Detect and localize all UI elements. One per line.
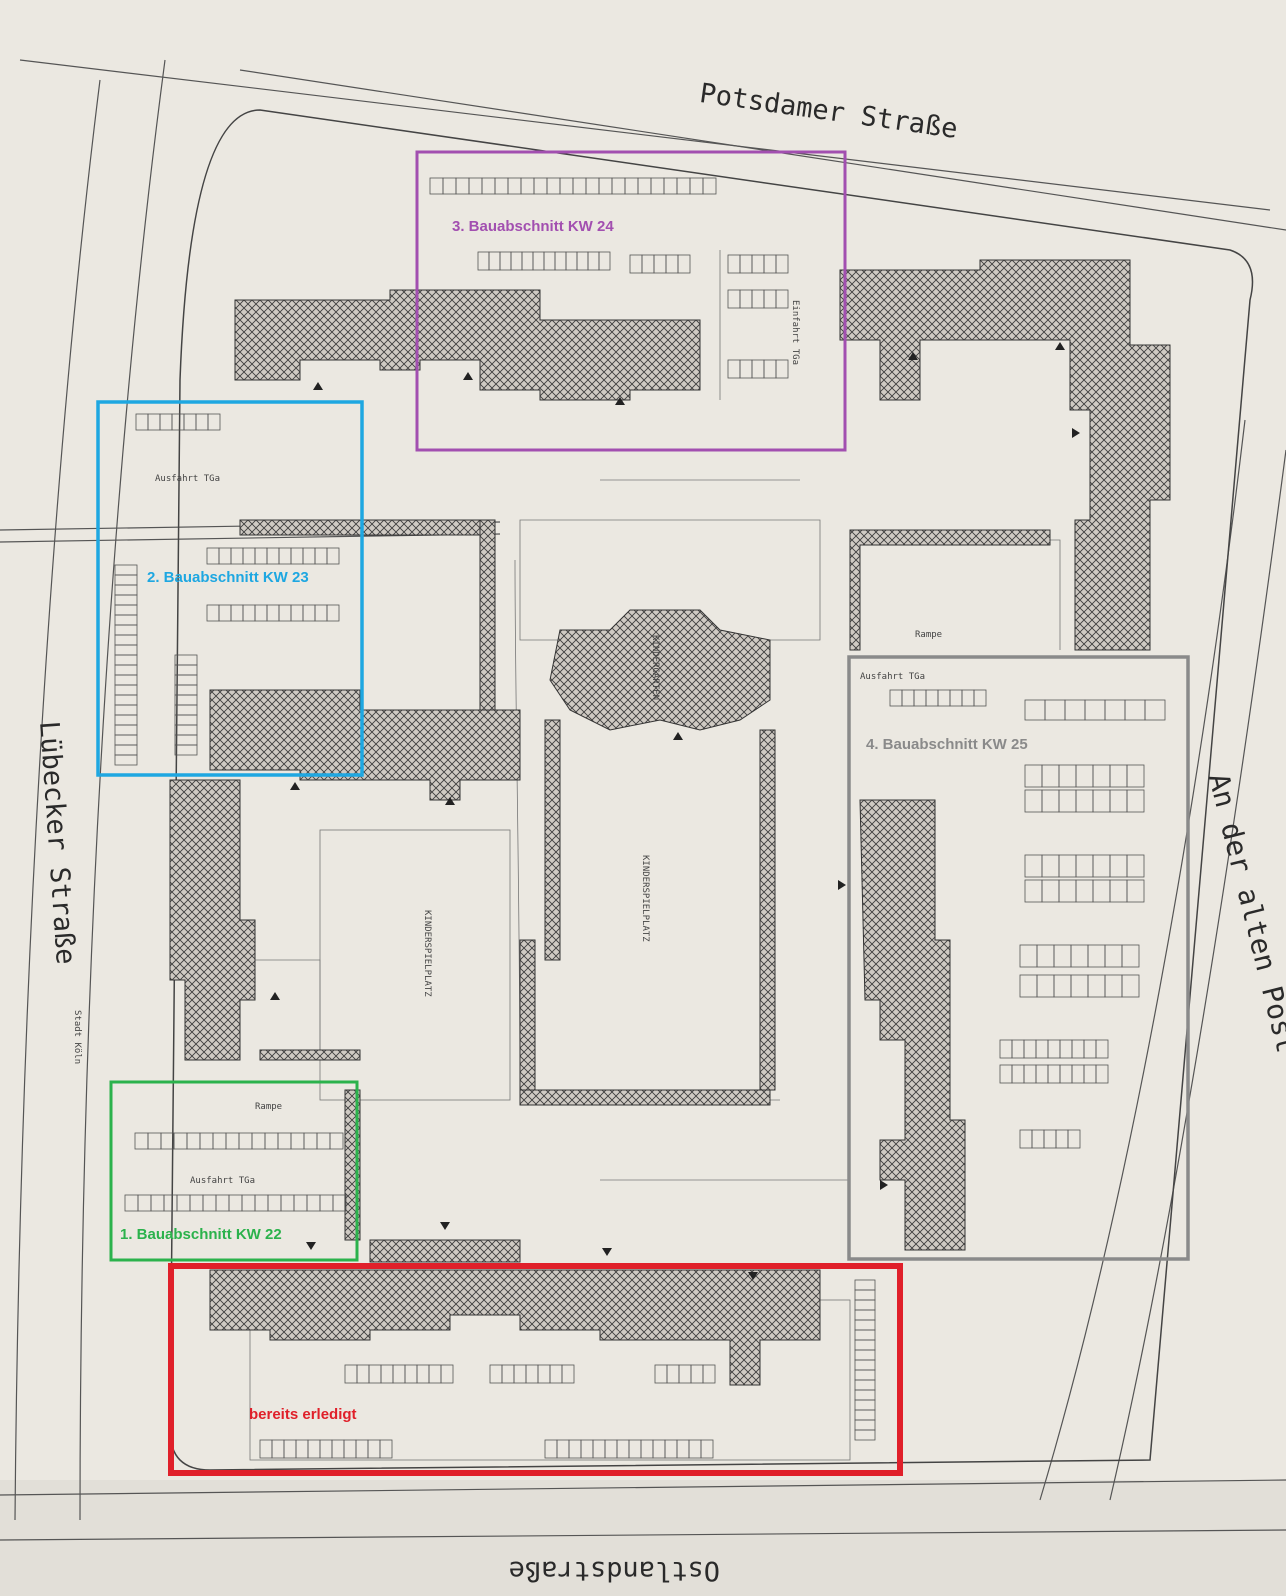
parking-stalls <box>114 177 1166 1459</box>
parking-stall <box>775 359 789 379</box>
parking-stall <box>440 1364 454 1384</box>
parking-stall <box>561 1364 575 1384</box>
parking-stall <box>854 1429 876 1441</box>
phase-label-3: 3. Bauabschnitt KW 24 <box>452 218 614 235</box>
label-stadt-koeln: Stadt Köln <box>72 1010 82 1065</box>
parking-stall <box>1126 764 1145 788</box>
parking-stall <box>1095 1064 1109 1084</box>
parking-stall <box>1126 879 1145 903</box>
phase-label-done: bereits erledigt <box>249 1406 357 1423</box>
label-rampe-east: Rampe <box>915 630 943 640</box>
street-ostland: Ostlandstraße <box>508 1555 720 1586</box>
parking-stall <box>174 744 198 756</box>
parking-stall <box>702 177 717 195</box>
label-kinderspielplatz-center: KINDERSPIELPLATZ <box>640 855 650 942</box>
parking-stall <box>326 547 340 565</box>
label-ausfahrt-tga-east: Ausfahrt TGa <box>860 672 926 682</box>
buildings <box>169 259 1171 1386</box>
parking-stall <box>207 413 221 431</box>
parking-stall <box>1126 854 1145 878</box>
label-kinderspielplatz-west: KINDERSPIELPLATZ <box>422 910 432 997</box>
phase-label-2: 2. Bauabschnitt KW 23 <box>147 569 309 586</box>
label-ausfahrt-tga-southwest: Ausfahrt TGa <box>190 1176 256 1186</box>
parking-stall <box>379 1439 393 1459</box>
phase-box-3 <box>415 150 847 452</box>
parking-stall <box>973 689 987 707</box>
phase-box-done <box>168 1263 903 1476</box>
parking-stall <box>332 1194 347 1212</box>
parking-stall <box>114 754 138 766</box>
parking-stall <box>1121 944 1140 968</box>
parking-stall <box>1067 1129 1081 1149</box>
parking-stall <box>1095 1039 1109 1059</box>
phase-label-1: 1. Bauabschnitt KW 22 <box>120 1226 282 1243</box>
label-einfahrt-tga: Einfahrt TGa <box>790 300 800 366</box>
parking-stall <box>775 254 789 274</box>
phase-box-1 <box>109 1080 359 1262</box>
parking-stall <box>1144 699 1166 721</box>
parking-stall <box>326 604 340 622</box>
road-network <box>0 59 1286 1541</box>
parking-stall <box>1126 789 1145 813</box>
parking-stall <box>598 251 611 271</box>
phase-box-4 <box>847 655 1190 1261</box>
label-kindergarten: KINDERGARTEN <box>650 635 660 701</box>
parking-stall <box>329 1132 344 1150</box>
parking-stall <box>702 1364 716 1384</box>
parking-stall <box>700 1439 714 1459</box>
phase-box-2 <box>96 400 364 777</box>
label-ausfahrt-tga-west: Ausfahrt TGa <box>155 474 221 484</box>
entrance-markers <box>270 342 1080 1280</box>
phase-boxes <box>96 150 1190 1476</box>
parking-stall <box>775 289 789 309</box>
label-rampe-south: Rampe <box>255 1102 283 1112</box>
parking-stall <box>677 254 691 274</box>
parking-stall <box>1121 974 1140 998</box>
phase-label-4: 4. Bauabschnitt KW 25 <box>866 736 1028 753</box>
